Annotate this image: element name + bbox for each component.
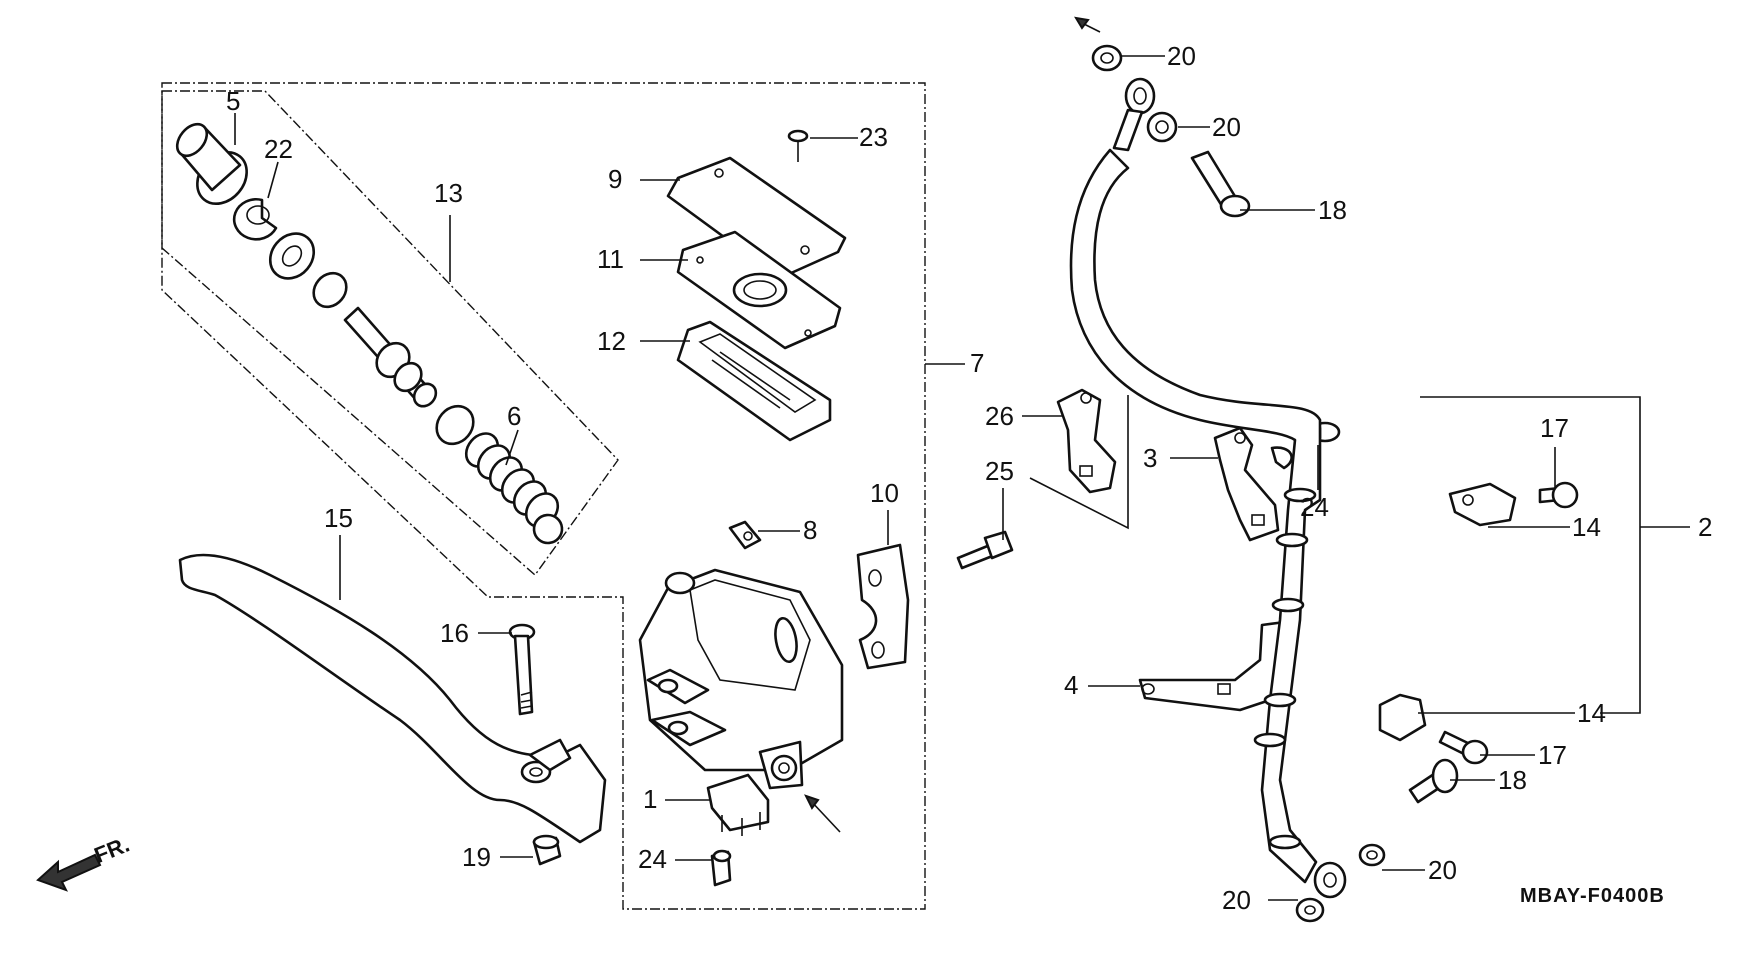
part-14-clamps (1378, 482, 1517, 742)
part-26-bracket (1056, 388, 1117, 494)
callout-12: 12 (597, 326, 626, 356)
part-piston (312, 271, 475, 446)
callout-3: 3 (1143, 443, 1157, 473)
callout-2: 2 (1698, 512, 1712, 542)
part-6-spring (464, 432, 564, 545)
callout-20-upper: 20 (1212, 112, 1241, 142)
callout-4: 4 (1064, 670, 1078, 700)
leader-lines (234, 55, 1575, 901)
callout-25: 25 (985, 456, 1014, 486)
part-12-diaphragm (676, 320, 832, 442)
callout-8: 8 (803, 515, 817, 545)
part-15-lever (178, 553, 607, 844)
callout-7: 7 (970, 348, 984, 378)
part-22-screw (787, 129, 809, 162)
callout-20-top: 20 (1167, 41, 1196, 71)
callout-20-right: 20 (1428, 855, 1457, 885)
callout-17-lower: 17 (1538, 740, 1567, 770)
callout-20-bottom: 20 (1222, 885, 1251, 915)
callout-1: 1 (643, 784, 657, 814)
part-10-holder (856, 543, 910, 670)
part-25-bolt (956, 530, 1014, 570)
group-borders (161, 82, 1690, 910)
part-11-plate (676, 230, 842, 350)
callout-14-upper: 14 (1572, 512, 1601, 542)
callout-9: 9 (608, 164, 622, 194)
callout-5: 5 (226, 86, 240, 116)
callout-10: 10 (870, 478, 899, 508)
callout-11: 11 (597, 244, 624, 274)
part-3-bracket (1213, 426, 1293, 542)
callout-19: 19 (462, 842, 491, 872)
front-direction-arrow: FR. (36, 832, 133, 892)
front-label: FR. (91, 832, 133, 868)
part-18-bolts (1190, 150, 1459, 804)
callout-23: 24 (638, 844, 667, 874)
part-20-washers (1074, 16, 1386, 923)
callout-18-lower: 18 (1498, 765, 1527, 795)
callout-15: 15 (324, 503, 353, 533)
seal-washer (268, 232, 316, 280)
callout-17-upper: 17 (1540, 413, 1569, 443)
callout-22: 23 (859, 122, 888, 152)
part-1-switch (706, 773, 770, 836)
diagram-code: MBAY-F0400B (1520, 885, 1665, 907)
callout-labels: 5 22 13 6 9 11 12 23 7 8 10 15 16 19 1 2… (226, 41, 1712, 915)
callout-13: 13 (434, 178, 463, 208)
callout-24: 24 (1300, 492, 1329, 522)
arrow-indicator (804, 794, 841, 833)
callout-18-upper: 18 (1318, 195, 1347, 225)
callout-26: 26 (985, 401, 1014, 431)
part-23-screw (710, 849, 732, 887)
part-16-pivot-bolt (508, 623, 536, 716)
callout-6: 6 (507, 401, 521, 431)
callout-16: 16 (440, 618, 469, 648)
callout-14-lower: 14 (1577, 698, 1606, 728)
part-8-clip (728, 520, 762, 550)
part-21-circlip (232, 198, 278, 241)
part-17-bolts (1438, 481, 1579, 765)
part-5-boot (175, 122, 248, 205)
callout-21: 22 (264, 134, 293, 164)
master-cylinder-body (638, 568, 844, 790)
brake-hose (1069, 77, 1347, 899)
part-9-cover (666, 156, 847, 280)
part-19-nut (532, 834, 562, 866)
